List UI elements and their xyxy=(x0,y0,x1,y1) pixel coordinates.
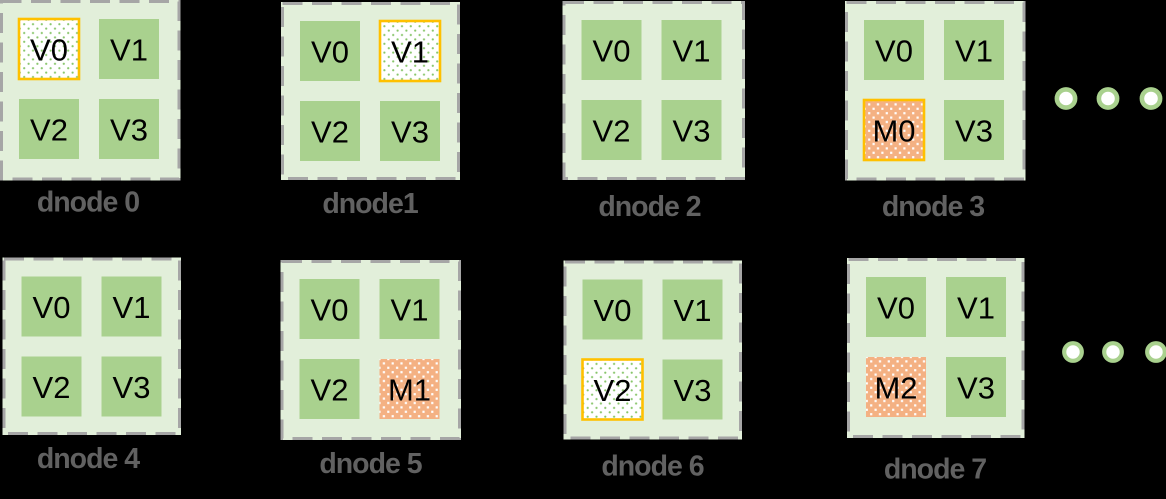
svg-text:V0: V0 xyxy=(875,34,913,69)
svg-text:V2: V2 xyxy=(311,373,349,408)
svg-text:V3: V3 xyxy=(955,114,993,149)
svg-text:M2: M2 xyxy=(874,371,917,406)
svg-text:dnode 7: dnode 7 xyxy=(884,454,986,486)
svg-text:V3: V3 xyxy=(957,371,995,406)
svg-text:V0: V0 xyxy=(33,290,71,325)
svg-text:V3: V3 xyxy=(113,370,151,405)
svg-text:V3: V3 xyxy=(674,373,712,408)
svg-text:V3: V3 xyxy=(110,113,148,148)
svg-text:V1: V1 xyxy=(391,293,429,328)
svg-text:V1: V1 xyxy=(957,291,995,326)
svg-text:V0: V0 xyxy=(30,33,68,68)
svg-text:V0: V0 xyxy=(311,35,349,70)
svg-text:V1: V1 xyxy=(391,35,429,70)
svg-text:M1: M1 xyxy=(388,373,431,408)
svg-text:V1: V1 xyxy=(674,293,712,328)
svg-text:V0: V0 xyxy=(593,34,631,69)
svg-text:V2: V2 xyxy=(311,115,349,150)
svg-text:dnode 3: dnode 3 xyxy=(882,191,984,223)
svg-text:V2: V2 xyxy=(593,114,631,149)
svg-text:V0: V0 xyxy=(877,291,915,326)
svg-text:dnode 2: dnode 2 xyxy=(598,191,700,223)
svg-text:V1: V1 xyxy=(113,290,151,325)
svg-text:dnode 5: dnode 5 xyxy=(319,448,422,480)
svg-text:M0: M0 xyxy=(872,114,915,149)
svg-text:V1: V1 xyxy=(110,33,148,68)
svg-text:V0: V0 xyxy=(594,293,632,328)
svg-text:dnode 4: dnode 4 xyxy=(37,443,140,475)
svg-text:V3: V3 xyxy=(673,114,711,149)
svg-text:V2: V2 xyxy=(594,373,632,408)
svg-text:dnode 0: dnode 0 xyxy=(37,187,139,219)
svg-text:V0: V0 xyxy=(311,293,349,328)
svg-text:V2: V2 xyxy=(30,113,68,148)
svg-text:V1: V1 xyxy=(955,34,993,69)
svg-text:dnode 6: dnode 6 xyxy=(601,451,703,483)
svg-text:dnode1: dnode1 xyxy=(322,188,418,220)
svg-text:V2: V2 xyxy=(33,370,71,405)
svg-text:V3: V3 xyxy=(391,115,429,150)
svg-text:V1: V1 xyxy=(673,34,711,69)
